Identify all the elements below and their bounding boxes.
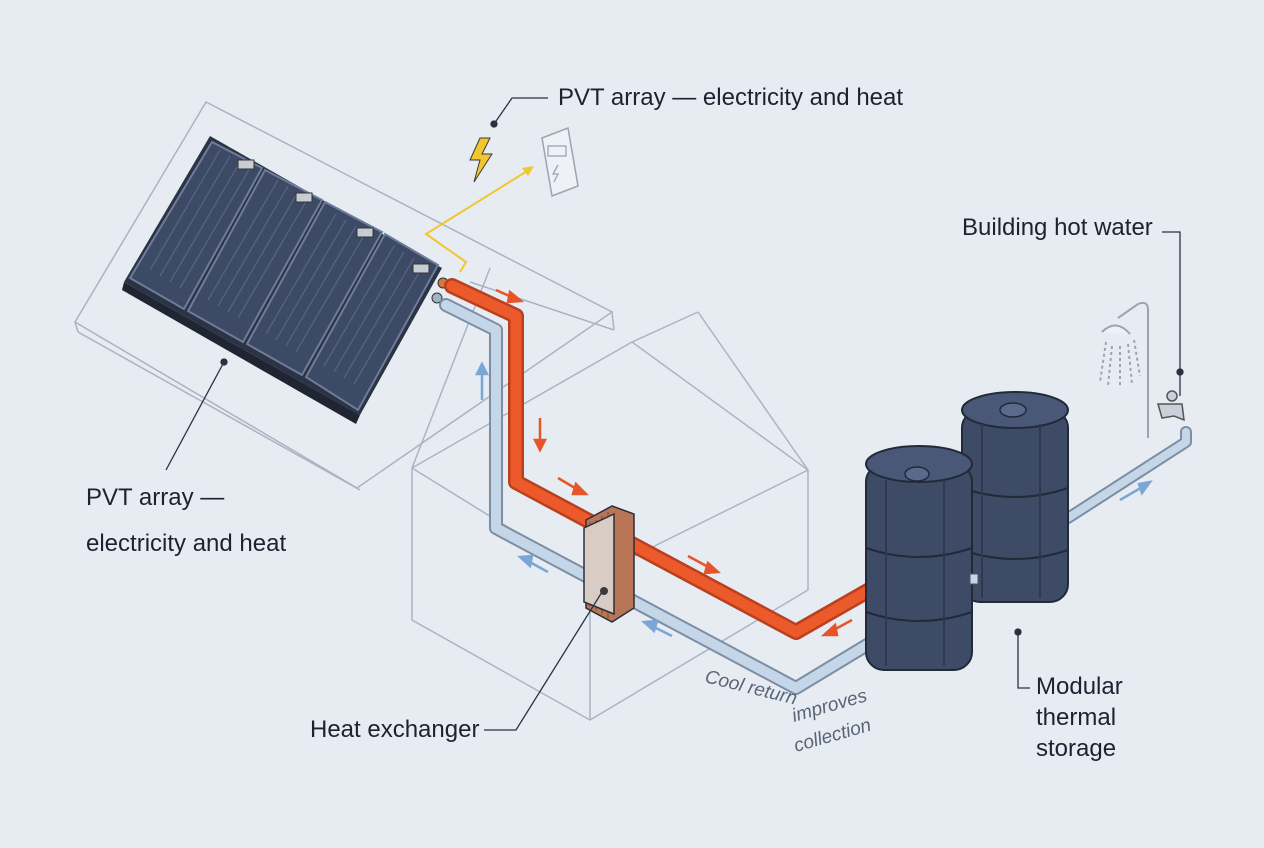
house-outline bbox=[411, 267, 809, 721]
label-pvt-left-line2: electricity and heat bbox=[86, 530, 287, 557]
thermal-storage bbox=[865, 391, 1069, 671]
label-pvt-top: PVT array — electricity and heat bbox=[558, 84, 904, 111]
label-heat-exchanger: Heat exchanger bbox=[310, 716, 480, 743]
electric-meter bbox=[541, 126, 579, 198]
cool-return-pipe bbox=[439, 298, 1192, 695]
faucet-icon bbox=[1157, 390, 1185, 422]
leader-lines bbox=[165, 97, 1184, 731]
cool-return-line1: Cool return bbox=[703, 666, 799, 709]
pvt-array bbox=[122, 136, 449, 424]
flow-arrows-hot bbox=[495, 288, 853, 637]
label-hot-water: Building hot water bbox=[962, 214, 1153, 241]
label-pvt-left-line1: PVT array — bbox=[86, 484, 225, 511]
label-storage-line3: storage bbox=[1036, 735, 1117, 762]
heat-exchanger bbox=[583, 505, 635, 623]
hot-supply-pipe bbox=[444, 278, 888, 640]
shower-fixture bbox=[1099, 301, 1149, 438]
storage-tank-front bbox=[865, 445, 973, 671]
label-storage-line2: thermal bbox=[1036, 704, 1117, 731]
roof-outline bbox=[73, 101, 615, 491]
lightning-icon bbox=[469, 137, 493, 183]
storage-tank-back bbox=[961, 391, 1069, 603]
flow-arrows-cool bbox=[474, 361, 1153, 638]
electric-connection bbox=[424, 137, 534, 273]
label-storage-line1: Modular bbox=[1036, 673, 1123, 700]
